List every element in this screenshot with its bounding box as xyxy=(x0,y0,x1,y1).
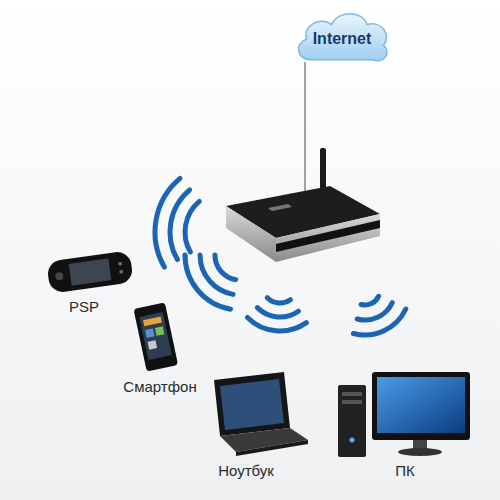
psp-screen xyxy=(69,258,112,285)
pc-tower xyxy=(338,385,366,457)
laptop-lid xyxy=(214,372,290,436)
phone-body xyxy=(133,302,178,371)
laptop xyxy=(214,372,308,456)
router-logo xyxy=(268,204,292,211)
wifi-waves xyxy=(148,176,410,343)
wifi-wave-group xyxy=(344,288,411,343)
wifi-router xyxy=(226,148,380,262)
wifi-wave xyxy=(210,255,235,283)
monitor-bezel xyxy=(372,372,470,440)
cloud-node: Internet xyxy=(290,6,394,68)
wifi-wave-group xyxy=(175,240,248,317)
device-label: Смартфон xyxy=(123,378,196,395)
phone-icon xyxy=(145,328,154,337)
wifi-wave xyxy=(148,176,180,267)
wifi-wave-group xyxy=(148,176,202,271)
wifi-wave-group xyxy=(247,296,309,333)
psp-button xyxy=(119,269,124,274)
wifi-wave xyxy=(353,309,410,343)
wifi-wave xyxy=(181,200,199,252)
wifi-wave xyxy=(267,298,290,304)
pc-drive xyxy=(342,392,362,396)
pc-power xyxy=(350,438,355,443)
wifi-wave xyxy=(165,188,190,260)
phone-icon xyxy=(155,326,164,335)
smartphone xyxy=(133,302,178,371)
monitor-screen xyxy=(377,377,465,433)
monitor-base xyxy=(398,448,442,456)
node-text: Internet xyxy=(313,26,372,48)
psp-body xyxy=(46,250,134,293)
psp-dpad xyxy=(55,272,64,281)
device-label: PSP xyxy=(69,298,99,315)
internet-cable xyxy=(304,62,305,196)
psp-console xyxy=(46,250,134,293)
device-label: Ноутбук xyxy=(218,462,274,479)
router-front xyxy=(276,214,380,262)
pc-drive xyxy=(342,400,362,404)
phone-screen xyxy=(139,312,172,360)
wifi-wave xyxy=(175,255,230,318)
desktop-pc xyxy=(338,372,470,457)
wifi-wave xyxy=(361,296,380,307)
wifi-wave xyxy=(257,308,299,319)
device-label: ПК xyxy=(395,462,415,479)
laptop-screen xyxy=(220,379,284,430)
psp-button xyxy=(118,261,123,266)
phone-icon xyxy=(148,340,157,349)
phone-icon xyxy=(143,317,162,327)
cloud-outline xyxy=(298,14,387,61)
router-stripe xyxy=(276,220,380,252)
router-side xyxy=(226,206,276,262)
wifi-wave xyxy=(357,303,395,326)
wifi-wave xyxy=(247,317,307,333)
laptop-edge xyxy=(236,440,308,456)
